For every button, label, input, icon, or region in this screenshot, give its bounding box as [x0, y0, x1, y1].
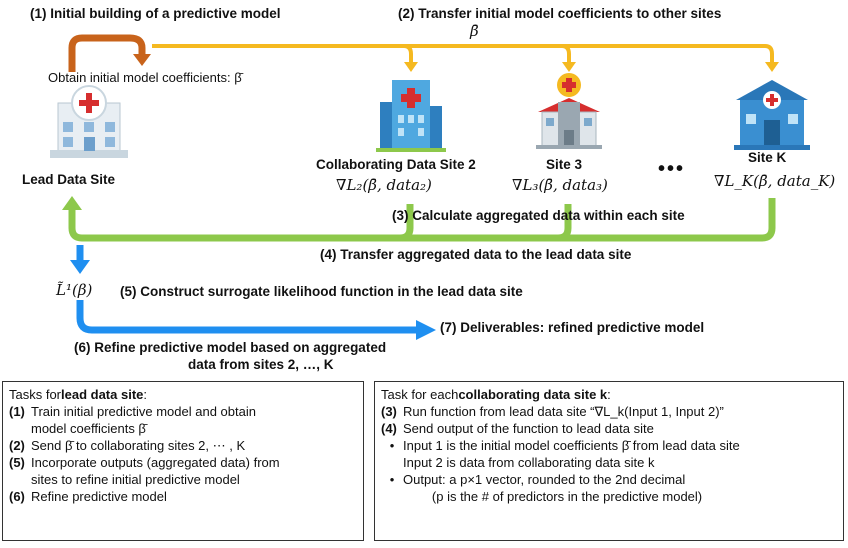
collab-task-item: •Output: a p×1 vector, rounded to the 2n…	[389, 472, 686, 487]
siteK-label: Site K	[748, 150, 787, 165]
step1-label: (1) Initial building of a predictive mod…	[30, 6, 281, 21]
lead-task-item: (5)Incorporate outputs (aggregated data)…	[9, 455, 280, 470]
lead-task-item: (2)Send β̄ to collaborating sites 2, ⋯ ,…	[9, 438, 246, 453]
site2-gradient: ∇L₂(β̄, data₂)	[336, 176, 432, 194]
lead-tasks-box: Tasks for lead data site: (1)Train initi…	[2, 381, 364, 541]
site3-label: Site 3	[546, 157, 583, 172]
collab-task-item: (4)Send output of the function to lead d…	[381, 421, 654, 436]
lead-site-label: Lead Data Site	[22, 172, 116, 187]
step4-label: (4) Transfer aggregated data to the lead…	[320, 247, 632, 262]
beta-bar-label: β̄	[470, 22, 479, 40]
collab-task-item: •Input 1 is the initial model coefficien…	[389, 438, 740, 453]
step4-green-return	[68, 198, 776, 242]
surrogate-symbol: L̃¹(β)	[56, 281, 93, 299]
yellow-arrowhead-site2	[404, 62, 418, 72]
step3-label: (3) Calculate aggregated data within eac…	[392, 208, 685, 223]
step6-blue-arrow	[76, 300, 418, 334]
green-arrowhead	[62, 196, 82, 210]
step5-label: (5) Construct surrogate likelihood funct…	[120, 284, 523, 299]
step2-yellow-line	[152, 44, 774, 62]
collab-task-item: (p is the # of predictors in the predict…	[403, 489, 703, 504]
step6-label-line1: (6) Refine predictive model based on agg…	[74, 340, 387, 355]
lead-task-item: (6)Refine predictive model	[9, 489, 167, 504]
yellow-arrowhead-siteK	[765, 62, 779, 72]
lead-task-item: (1)Train initial predictive model and ob…	[9, 404, 256, 419]
step7-label: (7) Deliverables: refined predictive mod…	[440, 320, 705, 335]
collab-task-item: (3)Run function from lead data site “∇L_…	[381, 404, 724, 419]
lead-task-item: model coefficients β̄	[31, 421, 146, 436]
step1-orange-arrow	[68, 34, 146, 72]
site2-label: Collaborating Data Site 2	[316, 157, 476, 172]
collab-task-item: Input 2 is data from collaborating data …	[403, 455, 655, 470]
siteK-gradient: ∇L_K(β̄, data_K)	[714, 172, 836, 190]
obtain-coefficients-label: Obtain initial model coefficients: β̄	[48, 70, 242, 85]
ellipsis-dots: •••	[658, 158, 686, 180]
step1-orange-arrowhead	[133, 54, 151, 66]
site3-gradient: ∇L₃(β̄, data₃)	[512, 176, 608, 194]
lead-task-item: sites to refine initial predictive model	[31, 472, 240, 487]
collab-tasks-box: Task for each collaborating data site k:…	[374, 381, 844, 541]
step2-label: (2) Transfer initial model coefficients …	[398, 6, 722, 21]
step6-label-line2: data from sites 2, …, K	[188, 357, 334, 372]
yellow-arrowhead-site3	[562, 62, 576, 72]
lead-tasks-heading: Tasks for lead data site:	[9, 387, 148, 402]
collab-tasks-heading: Task for each collaborating data site k:	[381, 387, 611, 402]
